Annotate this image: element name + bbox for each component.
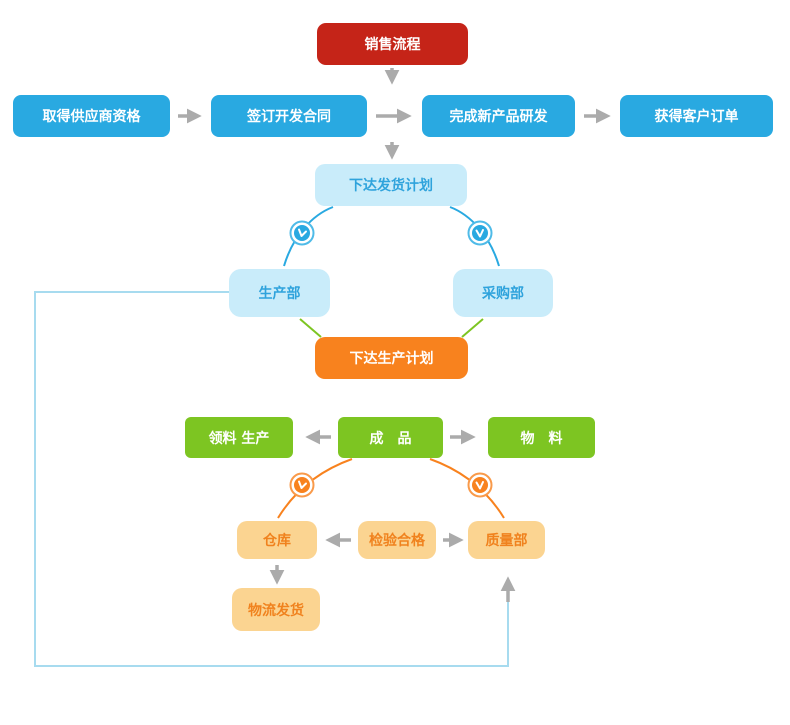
node-sales-process: 销售流程 (317, 23, 468, 65)
node-logistics-delivery: 物流发货 (232, 588, 320, 631)
clock-icon (289, 220, 315, 246)
clock-icon (467, 220, 493, 246)
node-customer-order: 获得客户订单 (620, 95, 773, 137)
node-inspection-pass: 检验合格 (358, 521, 436, 559)
node-finished-goods: 成 品 (338, 417, 443, 458)
clock-icon (467, 472, 493, 498)
node-purchasing-dept: 采购部 (453, 269, 553, 317)
connector-purchasing-to-plan (461, 318, 484, 338)
feedback-loop-line (34, 291, 509, 667)
clock-icon (289, 472, 315, 498)
node-materials: 物 料 (488, 417, 595, 458)
node-warehouse: 仓库 (237, 521, 317, 559)
node-production-dept: 生产部 (229, 269, 330, 317)
node-new-product-rd: 完成新产品研发 (422, 95, 575, 137)
node-supplier-qualification: 取得供应商资格 (13, 95, 170, 137)
node-development-contract: 签订开发合同 (211, 95, 367, 137)
node-production-plan: 下达生产计划 (315, 337, 468, 379)
connector-finished-to-warehouse (277, 458, 353, 519)
node-material-pick-production: 领料 生产 (185, 417, 293, 458)
connector-finished-to-quality (429, 458, 505, 519)
node-quality-dept: 质量部 (468, 521, 545, 559)
node-delivery-plan: 下达发货计划 (315, 164, 467, 206)
connector-production-to-plan (299, 318, 322, 338)
